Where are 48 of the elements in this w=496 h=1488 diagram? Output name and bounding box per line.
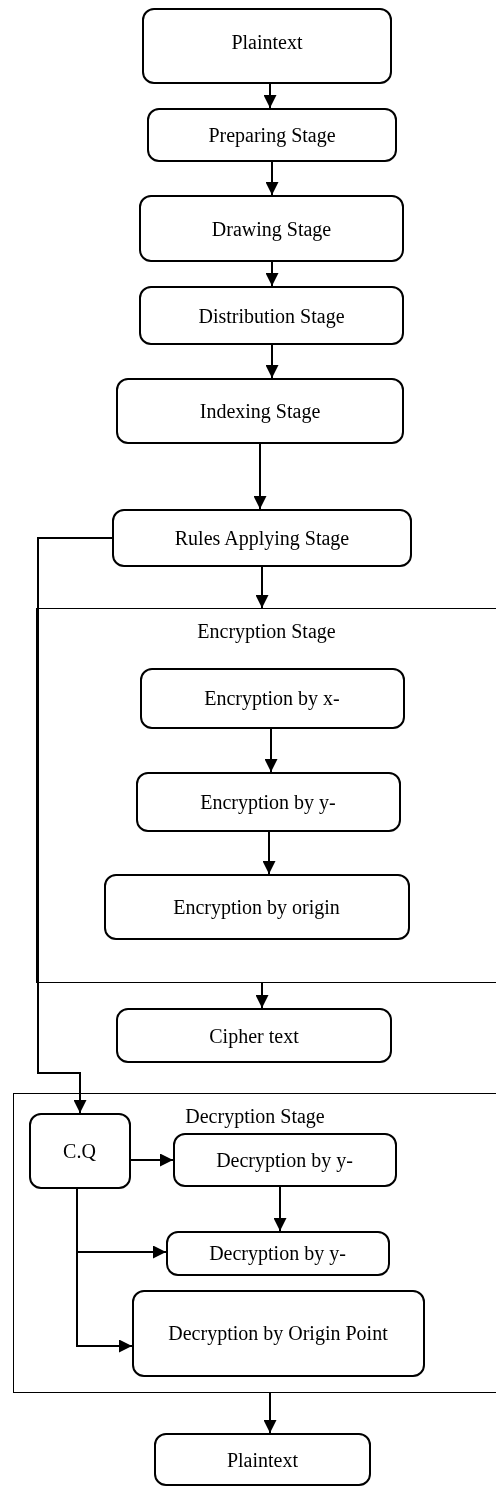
process-box — [103, 873, 410, 940]
box-label: Indexing Stage — [198, 399, 322, 423]
process-box — [131, 1289, 425, 1377]
process-box — [116, 378, 404, 444]
process-box — [139, 195, 404, 262]
box-label: Rules Applying Stage — [173, 526, 351, 550]
process-box — [116, 1008, 392, 1063]
box-label: Plaintext — [230, 30, 304, 54]
box-label: Cipher text — [208, 1023, 300, 1048]
process-box — [172, 1132, 397, 1187]
box-label: Drawing Stage — [210, 216, 333, 241]
stage-container — [13, 1093, 496, 1393]
arrow — [37, 537, 113, 1114]
arrow — [273, 1186, 287, 1232]
arrow — [265, 261, 279, 287]
arrow — [263, 83, 277, 109]
box-label: Decryption by y- — [208, 1241, 347, 1265]
box-label: Encryption by x- — [203, 686, 341, 710]
stage-container — [36, 608, 496, 983]
box-label: Preparing Stage — [207, 123, 337, 147]
box-label: Decryption by y- — [215, 1147, 354, 1172]
arrow — [76, 1188, 133, 1353]
arrow — [265, 344, 279, 379]
box-label: Encryption by origin — [172, 894, 341, 919]
process-box — [139, 667, 405, 729]
arrow — [262, 831, 276, 875]
box-label: Encryption by y- — [199, 789, 337, 814]
box-label: Decryption by Origin Point — [167, 1321, 389, 1345]
process-box — [147, 108, 397, 162]
box-label: Distribution Stage — [197, 303, 346, 328]
process-box — [165, 1230, 390, 1276]
process-box — [112, 509, 412, 567]
arrow — [255, 566, 269, 609]
process-box — [28, 1112, 131, 1189]
arrow — [253, 443, 267, 510]
arrow — [255, 982, 269, 1009]
stage-heading: Encryption Stage — [196, 619, 337, 643]
box-label: Plaintext — [225, 1447, 300, 1472]
arrow — [265, 161, 279, 196]
process-box — [135, 771, 401, 832]
process-box — [139, 286, 404, 345]
stage-heading: Decryption Stage — [184, 1104, 326, 1128]
process-box — [142, 8, 392, 84]
arrow — [263, 1392, 277, 1434]
arrow — [130, 1153, 174, 1167]
process-box — [154, 1433, 371, 1486]
arrow — [264, 728, 278, 773]
box-label: C.Q — [62, 1138, 97, 1163]
